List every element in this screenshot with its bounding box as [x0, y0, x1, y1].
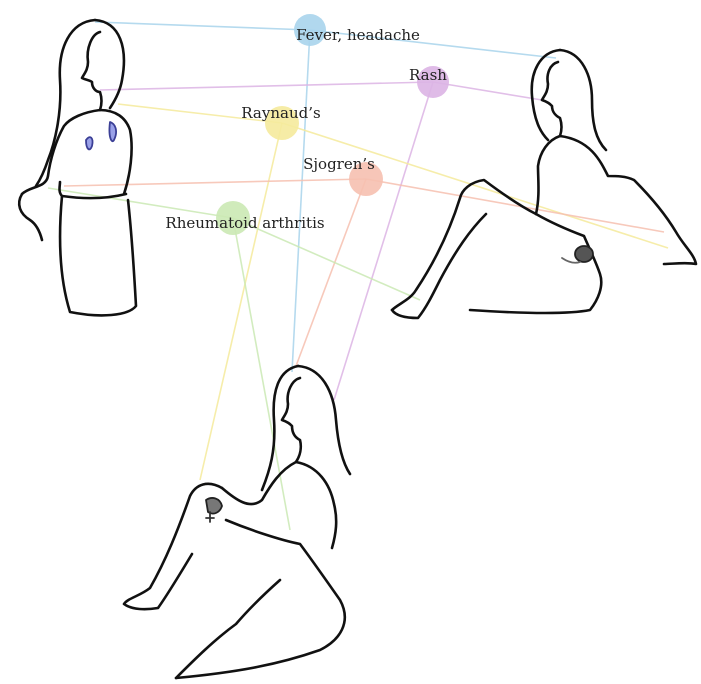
link-ra-to-seated-woman	[233, 218, 290, 530]
nodes-layer: Fever, headache Rash Raynaud’s Sjogren’s…	[165, 14, 449, 235]
node-ra-label: Rheumatoid arthritis	[165, 214, 324, 232]
node-rash: Rash	[409, 66, 449, 98]
link-raynauds-to-seated-woman	[200, 123, 282, 480]
link-fever-to-seated-woman	[292, 30, 310, 372]
link-rash-to-seated-woman	[334, 82, 433, 400]
link-rash-to-standing-woman	[100, 82, 433, 90]
node-fever: Fever, headache	[294, 14, 420, 46]
node-rash-label: Rash	[409, 66, 447, 84]
link-sjogrens-to-standing-woman	[64, 179, 366, 186]
link-raynauds-to-leg-raised-woman	[282, 123, 668, 248]
node-raynauds-label: Raynaud’s	[241, 104, 320, 122]
node-fever-label: Fever, headache	[296, 26, 420, 44]
node-sjogrens: Sjogren’s	[303, 155, 383, 196]
standing-woman-figure	[19, 20, 136, 315]
links-layer	[48, 22, 668, 530]
seated-woman-figure	[124, 366, 350, 678]
link-sjogrens-to-leg-raised-woman	[366, 179, 664, 232]
node-sjogrens-label: Sjogren’s	[303, 155, 375, 173]
link-rash-to-leg-raised-woman	[433, 82, 542, 100]
link-fever-to-standing-woman	[95, 22, 310, 30]
node-raynauds: Raynaud’s	[241, 104, 320, 140]
